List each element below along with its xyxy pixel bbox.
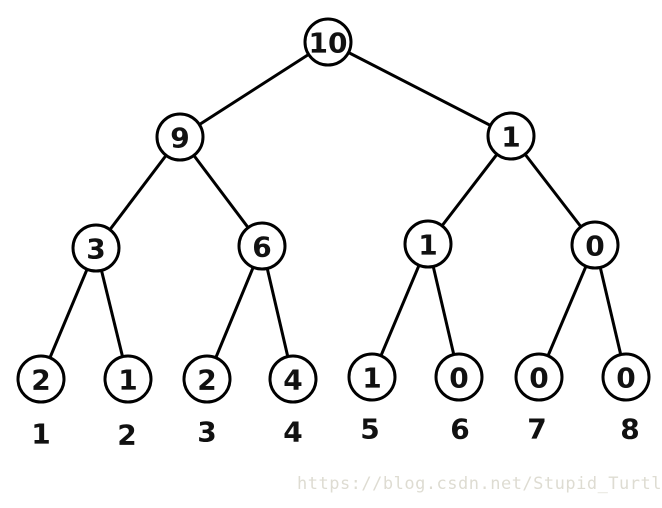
node-circle-RLL — [347, 352, 397, 402]
tree-node-RL: 1 — [403, 219, 453, 269]
tree-node-LLL: 2 — [16, 354, 66, 404]
leaf-index-label-6: 6 — [450, 413, 469, 446]
node-circle-LLL — [16, 354, 66, 404]
node-value-root: 10 — [309, 27, 348, 60]
tree-edge-root-R — [327, 40, 512, 138]
tree-node-LLR: 1 — [103, 354, 153, 404]
leaf-index-label-5: 5 — [360, 413, 379, 446]
leaf-index-label-2: 2 — [117, 419, 136, 452]
leaf-index-label-1: 1 — [31, 418, 50, 451]
tree-node-LRR: 4 — [268, 354, 318, 404]
node-value-L: 9 — [170, 122, 189, 155]
node-circle-RR — [570, 220, 620, 270]
node-circle-L — [155, 112, 205, 162]
tree-node-root: 10 — [303, 17, 353, 67]
leaf-index-label-7: 7 — [527, 413, 546, 446]
node-circle-LLR — [103, 354, 153, 404]
node-value-LR: 6 — [252, 231, 271, 264]
watermark-url: https://blog.csdn.net/Stupid_Turtle — [297, 474, 662, 494]
node-value-LL: 3 — [86, 233, 105, 266]
tree-node-RRR: 0 — [601, 352, 651, 402]
tree-node-LR: 6 — [237, 221, 287, 271]
leaf-index-label-3: 3 — [197, 416, 216, 449]
tree-edge-root-L — [179, 40, 329, 139]
leaf-index-label-8: 8 — [620, 413, 639, 446]
node-circle-LL — [71, 223, 121, 273]
tree-node-RLL: 1 — [347, 352, 397, 402]
leaf-index-label-4: 4 — [283, 416, 302, 449]
tree-node-LRL: 2 — [182, 354, 232, 404]
node-circle-RLR — [434, 352, 484, 402]
node-value-RRL: 0 — [529, 362, 548, 395]
node-value-RR: 0 — [585, 230, 604, 263]
node-value-LLL: 2 — [31, 364, 50, 397]
tree-node-LL: 3 — [71, 223, 121, 273]
node-value-RLL: 1 — [362, 362, 381, 395]
tree-node-L: 9 — [155, 112, 205, 162]
node-circle-LR — [237, 221, 287, 271]
node-value-LRR: 4 — [283, 364, 302, 397]
node-circle-RL — [403, 219, 453, 269]
node-circle-LRL — [182, 354, 232, 404]
tree-node-RRL: 0 — [514, 352, 564, 402]
node-circle-R — [486, 111, 536, 161]
node-circle-LRR — [268, 354, 318, 404]
node-circle-RRL — [514, 352, 564, 402]
node-value-RRR: 0 — [616, 362, 635, 395]
node-value-LRL: 2 — [197, 364, 216, 397]
node-circle-RRR — [601, 352, 651, 402]
node-value-RLR: 0 — [449, 362, 468, 395]
tree-node-R: 1 — [486, 111, 536, 161]
tree-node-RR: 0 — [570, 220, 620, 270]
node-value-LLR: 1 — [118, 364, 137, 397]
tree-node-RLR: 0 — [434, 352, 484, 402]
node-circle-root — [303, 17, 353, 67]
node-value-RL: 1 — [418, 229, 437, 262]
node-value-R: 1 — [501, 121, 520, 154]
